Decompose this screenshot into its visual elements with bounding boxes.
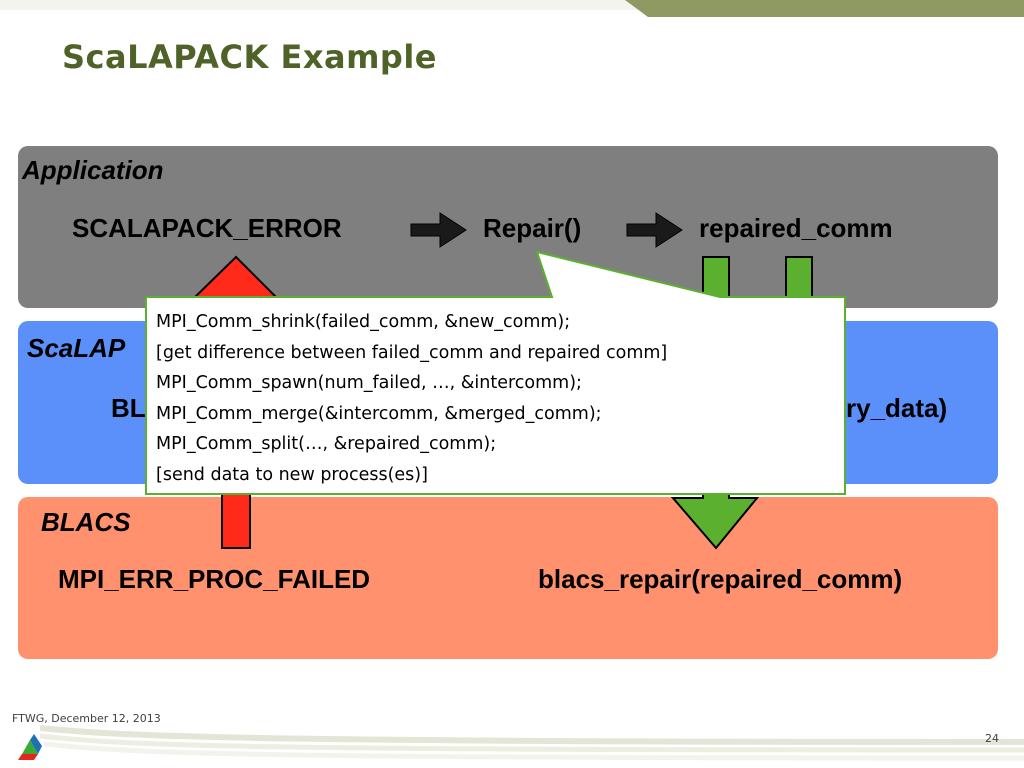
callout-line: [send data to new process(es)] <box>156 464 428 485</box>
callout-line: MPI_Comm_spawn(num_failed, …, &intercomm… <box>156 373 582 394</box>
scalapack-left-term: BL <box>111 393 146 423</box>
application-layer <box>18 146 998 308</box>
repair-call-term: Repair() <box>483 213 582 243</box>
blacs-layer <box>18 497 998 659</box>
header-band <box>0 0 1024 17</box>
scalapack-layer-label: ScaLAP <box>27 333 126 363</box>
callout-line: MPI_Comm_split(…, &repaired_comm); <box>156 434 497 455</box>
blacs-repair-term: blacs_repair(repaired_comm) <box>538 564 903 594</box>
callout-line: MPI_Comm_merge(&intercomm, &merged_comm)… <box>156 403 602 424</box>
scalapack-right-term: ry_data) <box>846 393 948 423</box>
repaired-comm-term: repaired_comm <box>699 213 893 243</box>
footer-date: FTWG, December 12, 2013 <box>12 712 161 725</box>
flow-arrow-2 <box>626 212 683 248</box>
callout-line: MPI_Comm_shrink(failed_comm, &new_comm); <box>156 312 571 332</box>
repair-steps-callout: MPI_Comm_shrink(failed_comm, &new_comm);… <box>146 297 834 485</box>
application-layer-label: Application <box>22 155 164 185</box>
blacs-layer-label: BLACS <box>41 507 131 537</box>
slide-title: ScaLAPACK Example <box>62 38 437 76</box>
footer-decoration <box>18 725 1024 761</box>
argonne-logo-icon <box>18 734 42 760</box>
repair-arrow-right <box>785 256 813 300</box>
flow-arrow-1 <box>410 212 467 248</box>
mpi-err-proc-failed-term: MPI_ERR_PROC_FAILED <box>58 564 371 594</box>
scalapack-error-term: SCALAPACK_ERROR <box>72 213 342 243</box>
page-number: 24 <box>985 732 999 745</box>
callout-line: [get difference between failed_comm and … <box>156 342 668 363</box>
